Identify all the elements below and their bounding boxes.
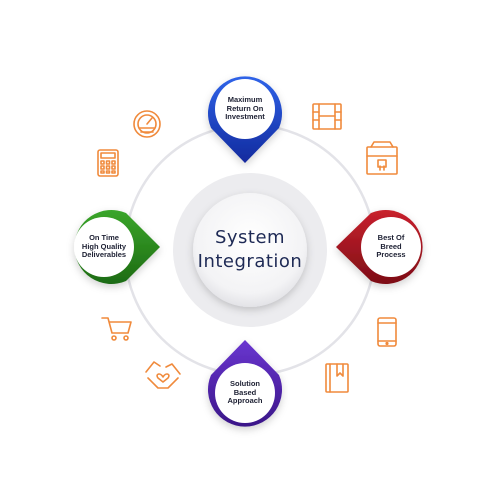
pin-top-label: Maximum Return On Investment: [215, 84, 275, 134]
pin-bottom-line2: Based: [233, 387, 257, 397]
pin-bottom-label: Solution Based Approach: [215, 368, 275, 418]
pin-left-label: On Time High Quality Deliverables: [72, 222, 136, 272]
pin-left: [74, 210, 160, 284]
pin-bottom-line3: Approach: [227, 396, 263, 406]
center-title-line1: System: [214, 227, 286, 249]
handshake-icon: [145, 361, 181, 389]
calculator-icon: [97, 149, 119, 177]
pin-right: [336, 210, 423, 285]
pin-right-line1: Best Of: [377, 233, 405, 243]
pin-right-line2: Breed: [380, 241, 402, 251]
pin-bottom: [208, 340, 282, 427]
speedometer-icon: [133, 110, 161, 138]
center-title-line2: Integration: [197, 250, 303, 272]
box-icon: [366, 141, 398, 175]
pin-left-line3: Deliverables: [81, 250, 127, 260]
pin-left-line1: On Time: [89, 233, 119, 243]
tablet-icon: [377, 317, 397, 347]
pin-top-line2: Return On: [226, 103, 264, 113]
pin-left-line2: High Quality: [81, 241, 127, 251]
pin-top: [208, 76, 283, 163]
pin-right-label: Best Of Breed Process: [361, 222, 421, 272]
film-strip-icon: [312, 103, 342, 130]
book-icon: [325, 363, 349, 393]
pin-top-line3: Investment: [225, 112, 265, 122]
pin-bottom-line1: Solution: [230, 379, 260, 389]
pin-right-line3: Process: [376, 250, 406, 260]
shopping-cart-icon: [101, 317, 132, 341]
center-disk: [193, 193, 307, 307]
center-title: System Integration: [190, 212, 310, 287]
pin-top-line1: Maximum: [227, 95, 263, 105]
